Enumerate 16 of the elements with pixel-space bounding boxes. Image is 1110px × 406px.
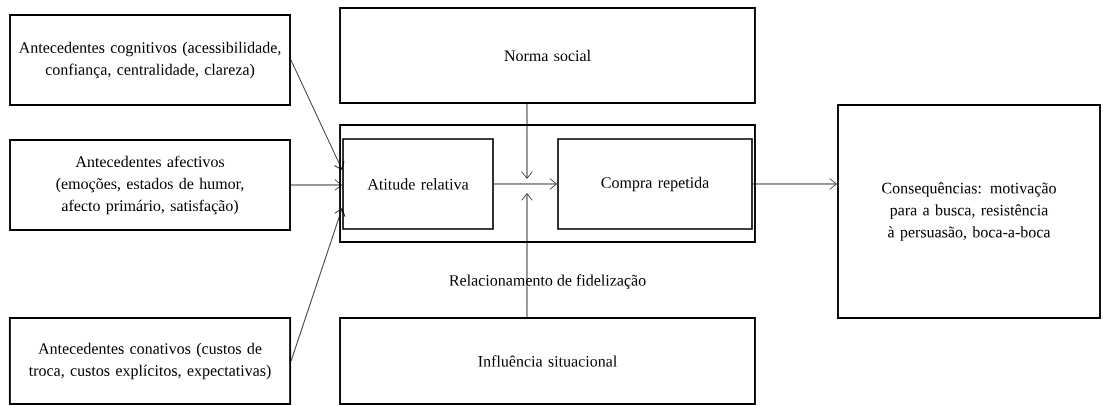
antecedent-box: Antecedentes afectivos (emoções, estados de humor, afecto primário, satisfação) <box>9 139 291 231</box>
arrow <box>290 208 346 362</box>
construct-box: Atitude relativa <box>342 138 494 230</box>
arrow <box>752 178 837 190</box>
arrow <box>521 193 533 318</box>
factor-box: Norma social <box>339 7 756 104</box>
arrow <box>290 179 342 191</box>
arrow <box>493 178 557 190</box>
antecedent-box: Antecedentes cognitivos (acessibilidade, confiança, centralidade, clareza) <box>9 14 291 106</box>
antecedent-box: Antecedentes conativos (custos de troca, custos explícitos, expectativas) <box>8 317 292 405</box>
construct-box: Compra repetida <box>557 138 753 230</box>
arrow <box>290 59 345 170</box>
outcome-box: Consequências: motivação para a busca, resistência à persuasão, boca-a-boca <box>837 104 1101 319</box>
arrow <box>521 103 533 179</box>
factor-box: Influência situacional <box>339 317 756 405</box>
node-label: Relacionamento de fidelização <box>449 274 646 290</box>
